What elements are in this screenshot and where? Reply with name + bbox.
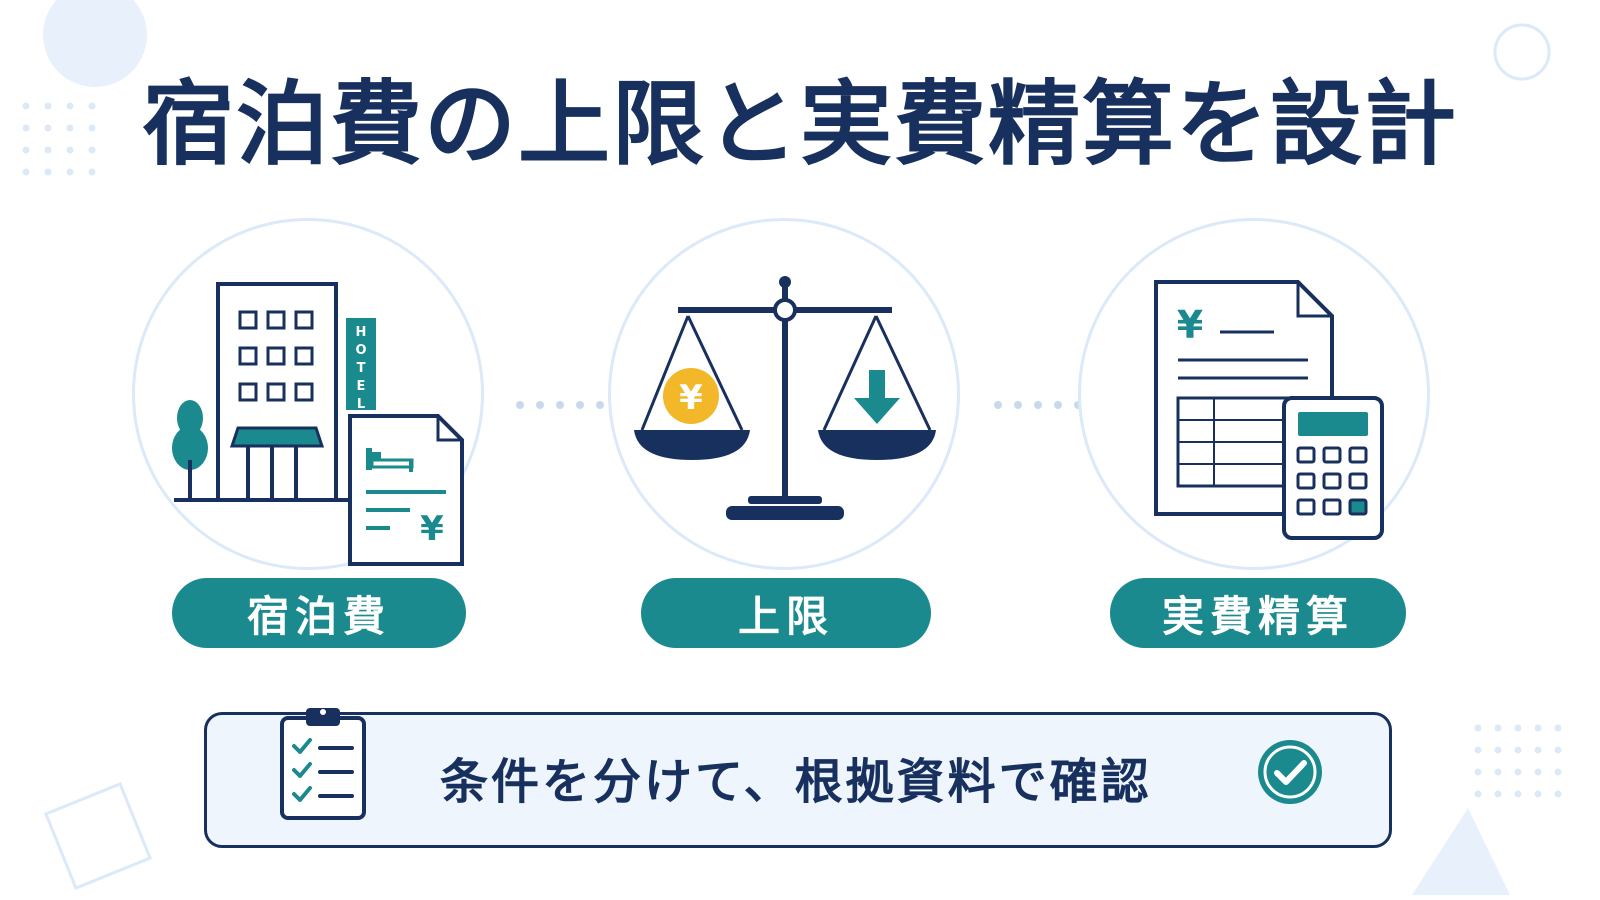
- clipboard-checklist-icon: [280, 708, 366, 820]
- svg-text:¥: ¥: [679, 378, 703, 418]
- label-pill-upper-limit: 上限: [641, 578, 931, 648]
- svg-text:O: O: [355, 343, 366, 358]
- label-pill-hotel-cost: 宿泊費: [172, 578, 466, 648]
- hotel-building-icon: H O T E L ¥: [172, 282, 464, 566]
- svg-text:¥: ¥: [420, 509, 444, 549]
- label-pill-actual-expense: 実費精算: [1110, 578, 1406, 648]
- svg-text:¥: ¥: [1177, 303, 1203, 347]
- footer-message-box: [204, 712, 1392, 848]
- footer-message: 条件を分けて、根拠資料で確認: [440, 754, 1152, 810]
- balance-scale-icon: ¥: [634, 276, 936, 520]
- svg-text:H: H: [356, 325, 367, 340]
- invoice-calculator-icon: ¥: [1154, 280, 1384, 540]
- svg-text:T: T: [357, 361, 366, 376]
- page-title: 宿泊費の上限と実費精算を設計: [141, 71, 1458, 178]
- check-circle-icon: [1258, 740, 1322, 804]
- svg-text:L: L: [357, 397, 365, 412]
- svg-text:E: E: [357, 379, 366, 394]
